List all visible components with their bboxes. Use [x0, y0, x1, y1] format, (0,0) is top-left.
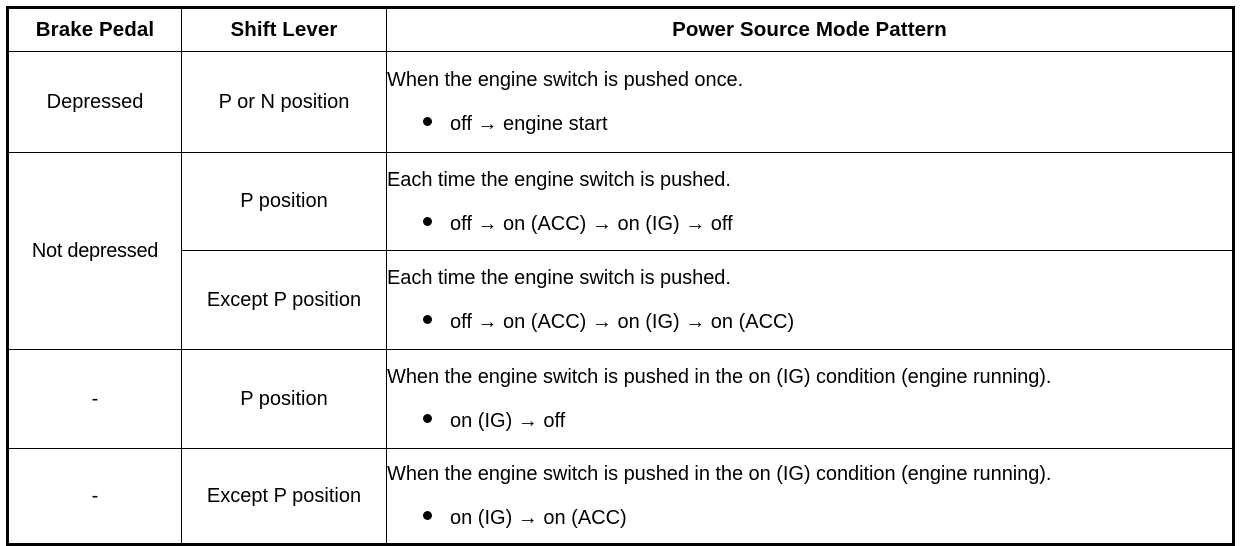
- cell-shift-lever-row1: P or N position: [181, 51, 387, 153]
- mode-intro-row5: When the engine switch is pushed in the …: [387, 463, 1052, 485]
- bullet-icon: [423, 216, 432, 226]
- cell-mode-pattern-row2: Each time the engine switch is pushed. o…: [386, 152, 1234, 251]
- cell-shift-lever-row2: P position: [181, 152, 387, 251]
- shift-lever-value-row4: P position: [240, 387, 328, 410]
- brake-pedal-value-not-depressed: Not depressed: [31, 239, 159, 262]
- power-source-mode-table: Brake Pedal Shift Lever Power Source Mod…: [6, 6, 1235, 546]
- column-header-power-source-mode-pattern-label: Power Source Mode Pattern: [672, 17, 947, 41]
- table-row: Depressed P or N position When the engin…: [7, 51, 1234, 153]
- mode-intro-row1: When the engine switch is pushed once.: [387, 69, 744, 91]
- column-header-brake-pedal-label: Brake Pedal: [35, 17, 155, 41]
- cell-shift-lever-row3: Except P position: [181, 250, 387, 350]
- mode-intro-row2: Each time the engine switch is pushed.: [387, 168, 731, 191]
- shift-lever-value-row1: P or N position: [218, 90, 350, 113]
- table-row: Not depressed P position Each time the e…: [7, 152, 1234, 350]
- table-row: Except P position Each time the engine s…: [8, 250, 1234, 350]
- column-header-shift-lever-label: Shift Lever: [230, 17, 338, 41]
- cell-shift-lever-row4: P position: [181, 349, 387, 449]
- table-body: Depressed P or N position When the engin…: [7, 51, 1234, 545]
- cell-mode-pattern-row5: When the engine switch is pushed in the …: [386, 448, 1234, 545]
- cell-brake-pedal-row1: Depressed: [7, 51, 182, 153]
- shift-lever-value-row2: P position: [240, 190, 328, 212]
- mode-bullet-text-row2: off → on (ACC) → on (IG) → off: [450, 212, 733, 235]
- column-header-shift-lever: Shift Lever: [181, 7, 387, 52]
- cell-mode-pattern-row4: When the engine switch is pushed in the …: [386, 349, 1234, 449]
- table-row: - P position When the engine switch is p…: [7, 349, 1234, 449]
- bullet-icon: [423, 511, 432, 520]
- mode-intro-row3: Each time the engine switch is pushed.: [387, 267, 731, 289]
- cell-mode-pattern-row3: Each time the engine switch is pushed. o…: [386, 250, 1234, 350]
- cell-brake-pedal-row5: -: [7, 448, 182, 545]
- cell-brake-pedal-row4: -: [7, 349, 182, 449]
- mode-bullet-text-row1: off → engine start: [450, 113, 608, 135]
- table-row: - Except P position When the engine swit…: [7, 448, 1234, 545]
- bullet-icon: [423, 315, 432, 324]
- cell-shift-lever-row5: Except P position: [181, 448, 387, 545]
- bullet-icon: [423, 414, 432, 423]
- spec-table-container: Brake Pedal Shift Lever Power Source Mod…: [6, 6, 1235, 546]
- mode-bullet-row4: on (IG) → off: [423, 409, 1232, 433]
- mode-bullet-row1: off → engine start: [423, 112, 1232, 136]
- brake-pedal-value-row4: -: [91, 387, 99, 410]
- brake-pedal-value-row1: Depressed: [46, 90, 144, 113]
- shift-lever-value-row3: Except P position: [206, 288, 362, 311]
- mode-bullet-row2: off → on (ACC) → on (IG) → off: [423, 212, 1232, 236]
- column-header-brake-pedal: Brake Pedal: [7, 7, 182, 52]
- mode-bullet-text-row3: off → on (ACC) → on (IG) → on (ACC): [450, 311, 795, 333]
- brake-pedal-value-row5: -: [91, 484, 99, 507]
- mode-bullet-text-row4: on (IG) → off: [450, 410, 566, 432]
- mode-bullet-row3: off → on (ACC) → on (IG) → on (ACC): [423, 310, 1232, 334]
- mode-intro-row4: When the engine switch is pushed in the …: [387, 366, 1052, 388]
- mode-bullet-row5: on (IG) → on (ACC): [423, 506, 1232, 530]
- cell-brake-pedal-not-depressed: Not depressed: [7, 152, 182, 350]
- header-row: Brake Pedal Shift Lever Power Source Mod…: [7, 7, 1234, 52]
- mode-bullet-text-row5: on (IG) → on (ACC): [450, 507, 627, 529]
- column-header-power-source-mode-pattern: Power Source Mode Pattern: [386, 7, 1234, 52]
- shift-lever-value-row5: Except P position: [206, 484, 362, 507]
- bullet-icon: [423, 117, 432, 126]
- cell-mode-pattern-row1: When the engine switch is pushed once. o…: [386, 51, 1234, 153]
- table-header: Brake Pedal Shift Lever Power Source Mod…: [7, 7, 1234, 52]
